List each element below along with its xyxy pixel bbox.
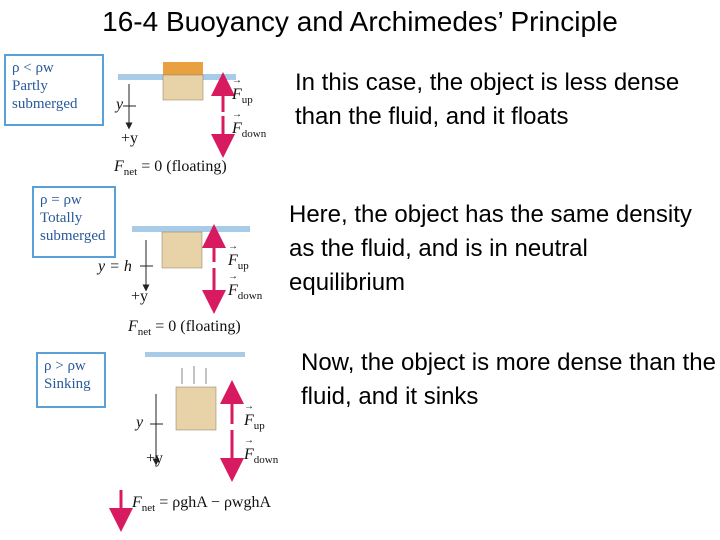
condition-box-sinking: ρ > ρw Sinking xyxy=(36,352,106,408)
density-condition: ρ = ρw xyxy=(40,192,82,208)
force-down-label: Fdown xyxy=(232,109,266,140)
plus-y-label: +y xyxy=(131,288,149,305)
density-condition: ρ < ρw xyxy=(12,60,54,76)
block-submerged xyxy=(161,231,203,269)
force-down-label: Fdown xyxy=(228,271,262,302)
state-label-line1: Sinking xyxy=(44,376,91,392)
block-submerged xyxy=(162,74,204,101)
net-force-label: Fnet = 0 (floating) xyxy=(114,158,227,178)
condition-box-totally: ρ = ρw Totally submerged xyxy=(32,186,116,258)
net-force-label: Fnet = ρghA − ρwghA xyxy=(132,494,272,514)
condition-box-partly: ρ < ρw Partly submerged xyxy=(4,54,104,126)
state-label-line1: Totally xyxy=(40,210,83,226)
block-sinking xyxy=(175,386,217,431)
slide-title: 16-4 Buoyancy and Archimedes’ Principle xyxy=(102,6,618,37)
force-up-label: Fup xyxy=(228,241,249,272)
y-label: y = h xyxy=(98,258,132,275)
y-label: y xyxy=(136,414,144,431)
force-up-label: Fup xyxy=(244,401,265,432)
panel-sinking xyxy=(109,352,245,532)
state-label-line1: Partly xyxy=(12,78,48,94)
state-label-line2: submerged xyxy=(12,96,78,112)
description-partly: In this case, the object is less dense t… xyxy=(295,69,680,130)
description-totally: Here, the object has the same density as… xyxy=(289,201,692,296)
density-condition: ρ > ρw xyxy=(44,358,86,374)
force-down-label: Fdown xyxy=(244,435,278,466)
y-label: y xyxy=(116,96,124,113)
net-force-label: Fnet = 0 (floating) xyxy=(128,318,241,338)
force-up-label: Fup xyxy=(232,75,253,106)
block-above-water xyxy=(163,62,203,75)
plus-y-label: +y xyxy=(121,130,139,147)
water-surface xyxy=(145,352,245,357)
panel-partly-submerged xyxy=(118,62,236,158)
state-label-line2: submerged xyxy=(40,228,106,244)
description-sinking: Now, the object is more dense than the f… xyxy=(301,349,716,410)
plus-y-label: +y xyxy=(146,450,164,467)
water-surface xyxy=(132,226,250,232)
panel-totally-submerged xyxy=(132,224,250,314)
